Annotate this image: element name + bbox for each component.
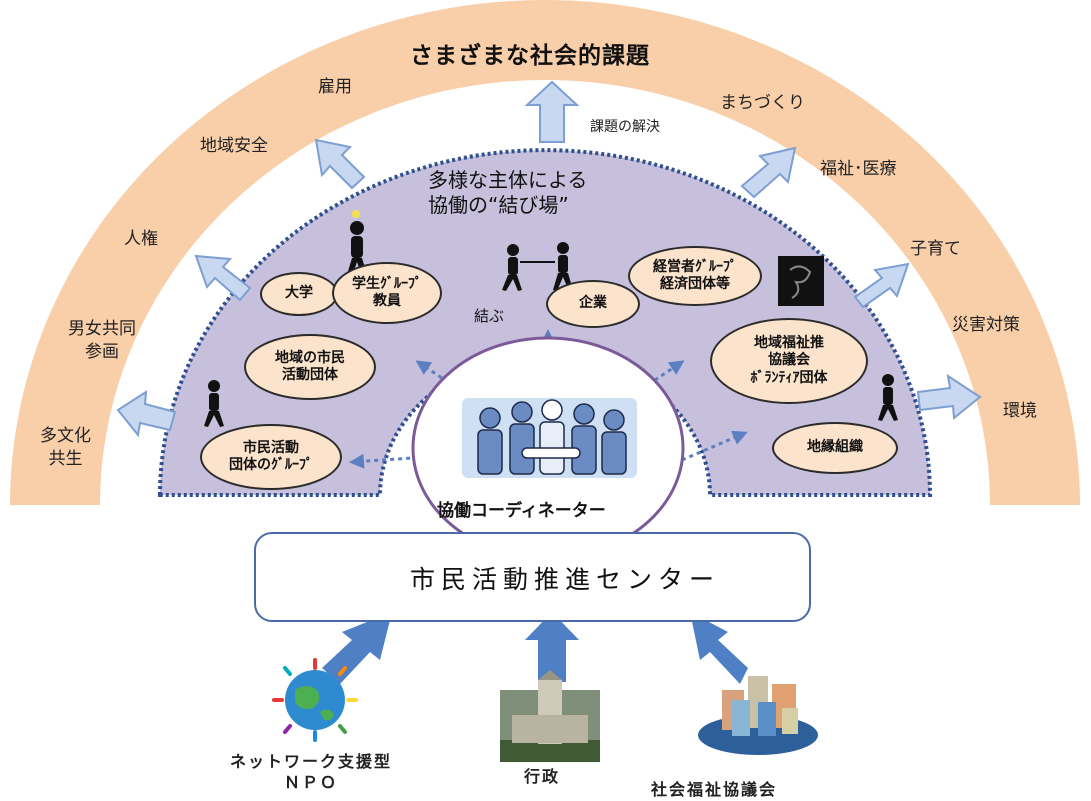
arrow-upper-right (740, 146, 797, 199)
issue-koyou: 雇用 (318, 77, 352, 97)
issue-fukushi: 福祉･医療 (820, 159, 897, 179)
org-chien: 地縁組織 (772, 422, 898, 474)
coordinator-illustration (462, 398, 637, 478)
source-npo-label: ネットワーク支援型 ＮＰＯ (230, 752, 393, 792)
issue-danjo: 男女共同 参画 (68, 319, 136, 362)
outward-arrows (116, 80, 982, 438)
org-chiiki-fukushi: 地域福祉推 協議会 ﾎﾞﾗﾝﾃｨｱ団体 (710, 318, 868, 404)
issue-kosodate: 子育て (910, 239, 961, 259)
outer-issue-arc (10, 0, 1080, 505)
org-daigaku: 大学 (260, 272, 338, 316)
source-gyousei-label: 行政 (524, 767, 561, 786)
org-kigyou: 企業 (546, 280, 640, 328)
musubu-label: 結ぶ (474, 307, 505, 325)
coordinator-label: 協働コーディネーター (437, 501, 606, 521)
source-shakyo-label: 社会福祉協議会 (651, 780, 778, 799)
issue-kankyo: 環境 (1003, 401, 1037, 421)
platform-heading: 多様な主体による 協働の“結び場” (428, 168, 588, 217)
center-label: 市民活動推進センター (410, 565, 721, 594)
page-title: さまざまな社会的課題 (410, 43, 650, 69)
arrow-left-1 (194, 254, 252, 302)
arrow-left-2 (116, 390, 177, 438)
source-arrows (322, 612, 748, 684)
arrow-upper-left (314, 138, 366, 190)
collaboration-dome (157, 148, 933, 497)
issue-tabunka: 多文化 共生 (40, 426, 91, 469)
org-shimin-group: 市民活動 団体のｸﾞﾙｰﾌﾟ (200, 424, 342, 490)
issue-machizukuri: まちづくり (720, 93, 805, 113)
arrow-up (524, 80, 580, 143)
issue-saigai: 災害対策 (952, 315, 1020, 335)
org-gakusei: 学生ｸﾞﾙｰﾌﾟ 教員 (332, 262, 442, 324)
arrow-right-2 (916, 373, 982, 420)
center-box (254, 532, 811, 622)
issue-resolution-label: 課題の解決 (590, 119, 660, 135)
npo-globe-icon (272, 658, 358, 742)
issue-jinken: 人権 (124, 229, 158, 249)
org-keieisha: 経営者ｸﾞﾙｰﾌﾟ 経済団体等 (628, 246, 762, 306)
issue-chiiki-anzen: 地域安全 (200, 136, 268, 156)
government-building-photo (500, 670, 600, 762)
org-chiiki-shimin: 地域の市民 活動団体 (244, 334, 376, 400)
arrow-right-1 (853, 262, 910, 309)
welfare-council-illustration (698, 676, 818, 755)
